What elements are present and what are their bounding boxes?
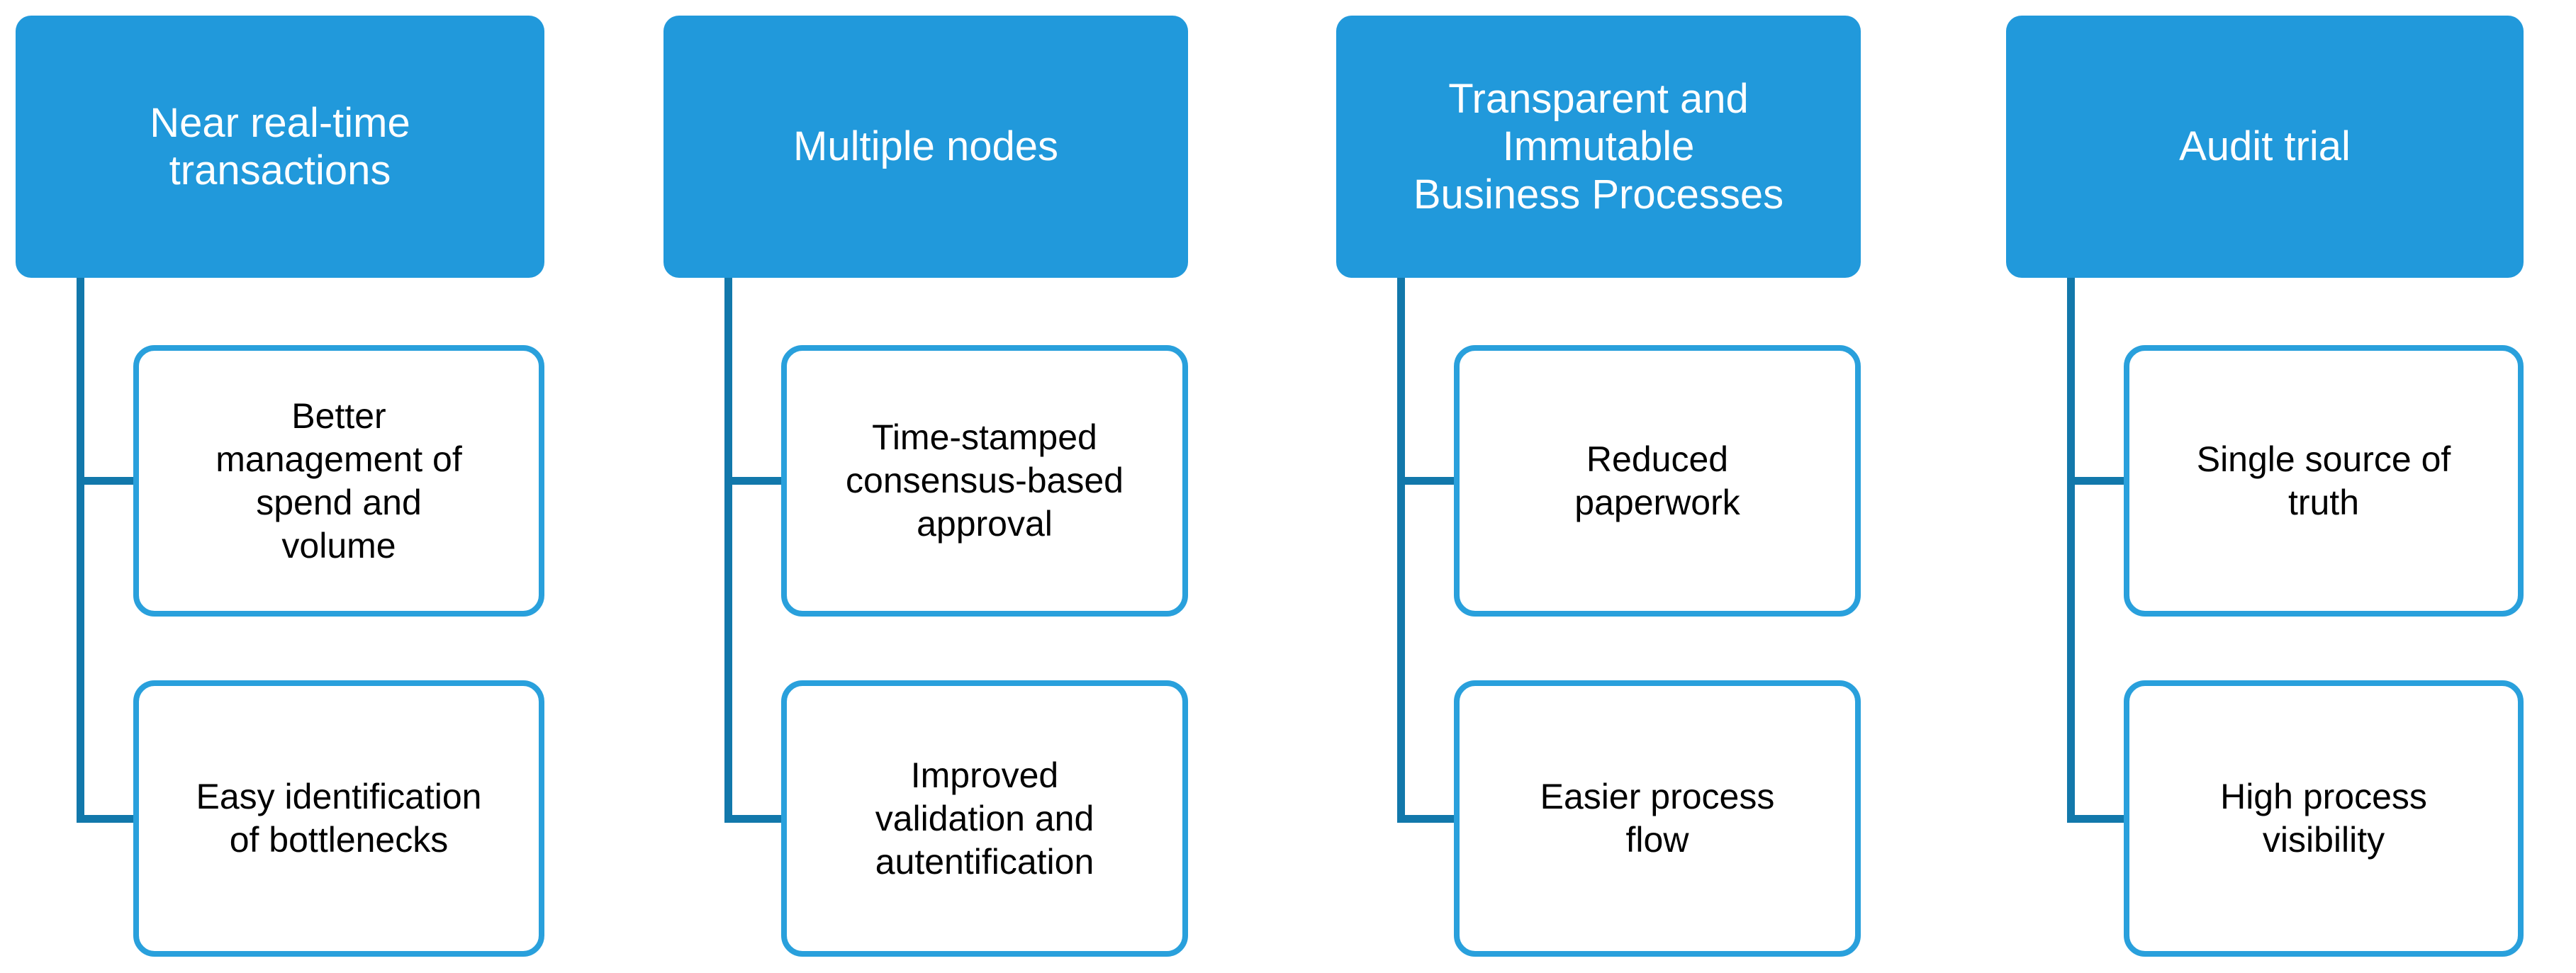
child-card-1-label: Better management of spend and volume: [215, 395, 462, 566]
column-header-label: Audit trial: [2179, 123, 2351, 170]
column-header-label: Multiple nodes: [793, 123, 1058, 170]
connector-stub-child-1: [1397, 477, 1458, 485]
child-card-2-label: Improved validation and autentification: [875, 755, 1094, 882]
diagram-column-multiple-nodes: Multiple nodes Time-stamped consensus-ba…: [663, 0, 1188, 973]
diagram-column-near-real-time-transactions: Near real-time transactions Better manag…: [16, 0, 544, 973]
column-header-card[interactable]: Multiple nodes: [663, 16, 1188, 278]
column-header-card[interactable]: Transparent and Immutable Business Proce…: [1336, 16, 1861, 278]
connector-stub-child-2: [2067, 815, 2128, 823]
child-card-2[interactable]: Improved validation and autentification: [781, 680, 1188, 957]
connector-stub-child-1: [724, 477, 785, 485]
connector-trunk-line: [77, 278, 84, 823]
child-card-1-label: Single source of truth: [2196, 439, 2451, 522]
connector-trunk-line: [2067, 278, 2075, 823]
column-header-label: Near real-time transactions: [150, 99, 410, 193]
child-card-1-label: Time-stamped consensus-based approval: [846, 417, 1124, 544]
child-card-1[interactable]: Reduced paperwork: [1454, 345, 1861, 617]
child-card-2-label: Easy identification of bottlenecks: [196, 777, 482, 860]
column-header-card[interactable]: Near real-time transactions: [16, 16, 544, 278]
child-card-1[interactable]: Better management of spend and volume: [133, 345, 544, 617]
column-header-card[interactable]: Audit trial: [2006, 16, 2524, 278]
connector-trunk-line: [724, 278, 732, 823]
connector-trunk-line: [1397, 278, 1405, 823]
child-card-1[interactable]: Single source of truth: [2124, 345, 2524, 617]
child-card-2[interactable]: Easy identification of bottlenecks: [133, 680, 544, 957]
connector-stub-child-1: [2067, 477, 2128, 485]
diagram-column-transparent-immutable-business-processes: Transparent and Immutable Business Proce…: [1336, 0, 1861, 973]
diagram-column-audit-trial: Audit trial Single source of truth High …: [2006, 0, 2524, 973]
child-card-2-label: Easier process flow: [1540, 777, 1775, 860]
column-header-label: Transparent and Immutable Business Proce…: [1413, 76, 1784, 218]
child-card-2[interactable]: High process visibility: [2124, 680, 2524, 957]
connector-stub-child-2: [1397, 815, 1458, 823]
connector-stub-child-2: [724, 815, 785, 823]
child-card-1-label: Reduced paperwork: [1574, 439, 1740, 522]
child-card-1[interactable]: Time-stamped consensus-based approval: [781, 345, 1188, 617]
connector-stub-child-2: [77, 815, 138, 823]
child-card-2-label: High process visibility: [2220, 777, 2427, 860]
connector-stub-child-1: [77, 477, 138, 485]
child-card-2[interactable]: Easier process flow: [1454, 680, 1861, 957]
